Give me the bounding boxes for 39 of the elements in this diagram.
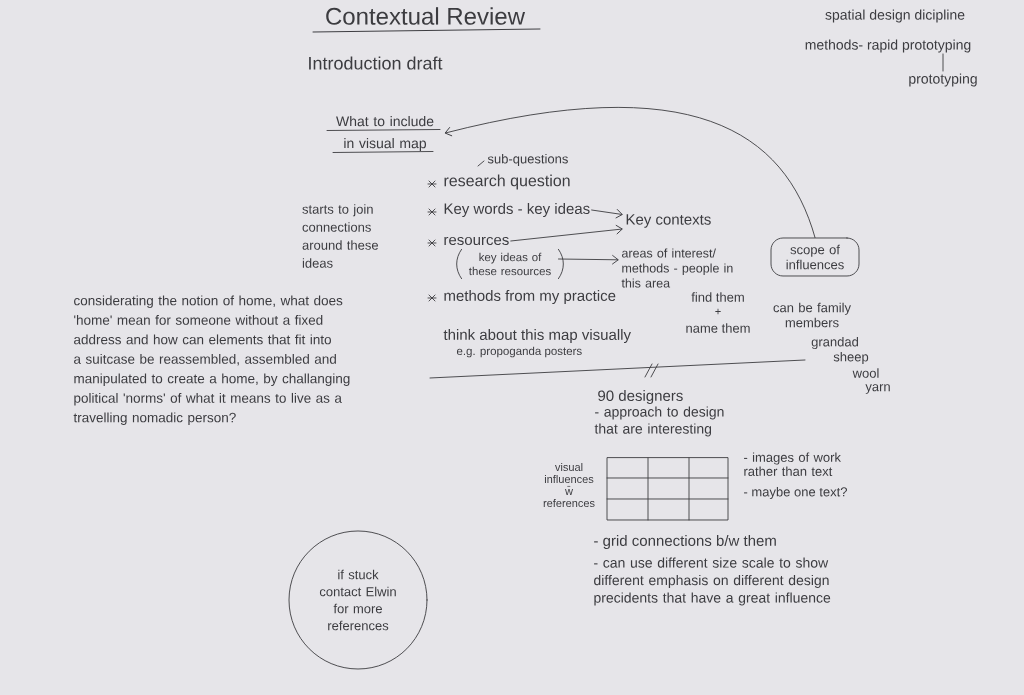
note-text: prototyping [909, 73, 977, 87]
plus-sign: + [715, 308, 721, 315]
list-word: wool [852, 368, 879, 378]
subheading: Introduction draft [309, 56, 443, 70]
connector-line [942, 53, 944, 72]
note-text: starts to join connections around these ideas [302, 204, 379, 268]
note-text: Key contexts [626, 214, 711, 228]
bullet-text: Key words - key ideas [444, 203, 590, 217]
list-word: sheep [833, 351, 869, 365]
arrow [591, 208, 623, 219]
arrow [558, 254, 619, 265]
note-text: visual influences w̄ references [543, 462, 595, 508]
arrow [444, 107, 816, 238]
note-text: name them [686, 323, 750, 333]
note-text: areas of interest/ methods - people in this area [621, 248, 733, 288]
question-paragraph: considerating the notion of home, what does 'home' mean for someone without a fixed address and how can elements that fit into a suitcase be reassembled, assembled and manipulated to create a home, by challanging political 'norms' of what it means to live as a travelling nomadic person? [73, 295, 350, 426]
bullet-text: research question [444, 174, 570, 190]
bracketed-note: key ideas of these resources [456, 248, 564, 280]
note-text: - grid connections b/w them [594, 535, 776, 549]
rounded-box: scope of influences [770, 237, 860, 277]
note-text: can be family members [773, 302, 851, 328]
list-word: yarn [865, 384, 890, 394]
note-text: e.g. propoganda posters [456, 346, 582, 358]
bullet-text: resources [444, 236, 509, 246]
arrow [510, 224, 623, 242]
note-text: - maybe one text? [744, 486, 847, 500]
note-text: 90 designers [598, 390, 683, 404]
circled-note: if stuck contact Elwin for more references [288, 530, 428, 670]
note-text: think about this map visually [443, 329, 631, 343]
list-word: grandad [811, 336, 858, 350]
underlined-heading: What to include in visual map [326, 115, 441, 153]
note-text: sub-questions [487, 153, 568, 167]
note-text: spatial design dicipline [825, 9, 965, 23]
note-text: - can use different size scale to show different emphasis on different design precidents that have a great influence [594, 557, 831, 606]
note-text: find them [691, 292, 744, 302]
underlined-title: Contextual Review [312, 7, 541, 33]
note-text: methods- rapid prototyping [805, 39, 971, 53]
note-text: - images of work rather than text [744, 452, 841, 476]
note-text: - approach to design that are interesting [594, 406, 724, 437]
